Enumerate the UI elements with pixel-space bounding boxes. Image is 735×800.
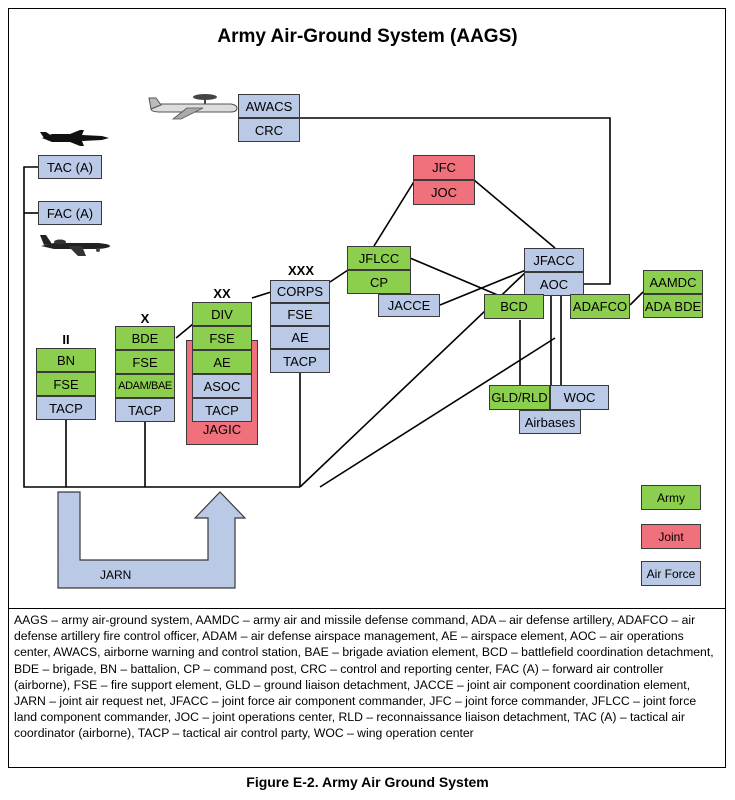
bde-echelon-label: X [140, 311, 150, 326]
cp-box: CP [347, 270, 411, 294]
corps-fse-box: FSE [270, 303, 330, 326]
div-box: DIV [192, 302, 252, 326]
crc-box: CRC [238, 118, 300, 142]
bde-tacp-box: TACP [115, 398, 175, 422]
jacce-box: JACCE [378, 294, 440, 317]
joc-box: JOC [413, 180, 475, 205]
corps-tacp-box: TACP [270, 349, 330, 373]
awacs-box: AWACS [238, 94, 300, 118]
fac-a-box: FAC (A) [38, 201, 102, 225]
jarn-arrow [57, 491, 247, 589]
adafco-box: ADAFCO [570, 294, 630, 319]
fighter-jet-icon [40, 130, 109, 146]
awacs-aircraft-icon [148, 94, 238, 120]
legend-air-force: Air Force [641, 561, 701, 586]
jfc-box: JFC [413, 155, 475, 180]
diagram-title: Army Air-Ground System (AAGS) [217, 26, 518, 47]
bde-box: BDE [115, 326, 175, 350]
div-ae-box: AE [192, 350, 252, 374]
bde-fse-box: FSE [115, 350, 175, 374]
bn-box: BN [36, 348, 96, 372]
bcd-box: BCD [484, 294, 544, 319]
figure-caption: Figure E-2. Army Air Ground System [246, 774, 489, 790]
acronym-definitions: AAGS – army air-ground system, AAMDC – a… [14, 613, 714, 741]
legend-army: Army [641, 485, 701, 510]
jarn-label: JARN [100, 568, 132, 582]
bn-echelon-label: II [62, 332, 70, 347]
jagic-label: JAGIC [202, 422, 242, 437]
tac-a-box: TAC (A) [38, 155, 102, 179]
adam-bae-box: ADAM/BAE [115, 374, 175, 398]
div-echelon-label: XX [213, 286, 231, 301]
corps-ae-box: AE [270, 326, 330, 349]
corps-box: CORPS [270, 280, 330, 303]
aamdc-box: AAMDC [643, 270, 703, 294]
figure-frame [8, 8, 726, 768]
bn-fse-box: FSE [36, 372, 96, 396]
gld-rld-box: GLD/RLD [489, 385, 550, 410]
jfacc-box: JFACC [524, 248, 584, 272]
definitions-divider [8, 608, 726, 609]
aoc-box: AOC [524, 272, 584, 296]
ada-bde-box: ADA BDE [643, 294, 703, 318]
bn-tacp-box: TACP [36, 396, 96, 420]
legend-joint: Joint [641, 524, 701, 549]
woc-box: WOC [550, 385, 609, 410]
airbases-box: Airbases [519, 410, 581, 434]
attack-aircraft-icon [40, 235, 110, 256]
div-tacp-box: TACP [192, 398, 252, 422]
asoc-box: ASOC [192, 374, 252, 398]
corps-echelon-label: XXX [287, 263, 314, 278]
jflcc-box: JFLCC [347, 246, 411, 270]
div-fse-box: FSE [192, 326, 252, 350]
